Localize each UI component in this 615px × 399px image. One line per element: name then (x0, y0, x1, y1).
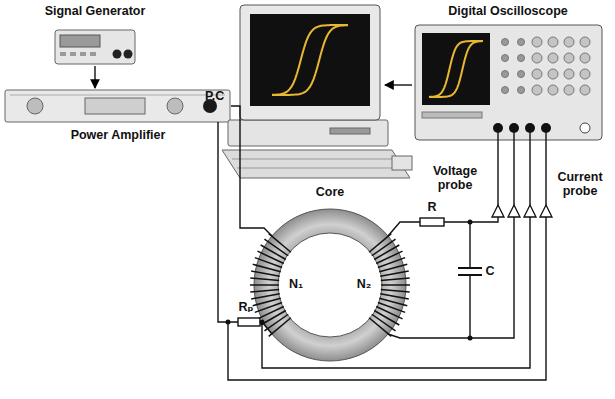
winding-turn (251, 271, 280, 276)
device-label: Core (316, 185, 344, 199)
core-node: Core (250, 183, 410, 365)
winding-label: N₂ (357, 277, 372, 291)
signal-connector (231, 106, 250, 228)
probe-label: Voltage probe (425, 164, 485, 193)
winding-label: N₁ (289, 277, 303, 291)
knob (518, 55, 525, 62)
winding-turn (250, 284, 279, 286)
knob (532, 85, 542, 95)
winding-turn (255, 258, 282, 268)
winding-turn (253, 298, 281, 306)
probe-label: Current probe (550, 170, 610, 199)
knob (532, 69, 542, 79)
device-label: Signal Generator (45, 4, 146, 18)
device-label: Power Amplifier (71, 128, 166, 142)
winding-turn (251, 294, 280, 299)
winding-turn (378, 302, 405, 312)
resistor-symbol (238, 318, 260, 326)
winding-turn (369, 318, 391, 337)
signal-generator (55, 30, 135, 64)
knob (502, 39, 509, 46)
wires (218, 122, 546, 380)
winding-turn (380, 271, 409, 276)
knob (580, 53, 590, 63)
winding-turn (257, 251, 283, 263)
resistor-symbol (420, 218, 444, 226)
knob (502, 55, 509, 62)
knob (548, 37, 558, 47)
power-amplifier-node: Power Amplifier (5, 88, 231, 146)
computer (222, 5, 412, 178)
winding-turn (381, 289, 410, 292)
knob (518, 39, 525, 46)
winding-turn (376, 251, 402, 263)
winding-turn (250, 289, 279, 292)
knob (564, 69, 574, 79)
knob (564, 85, 574, 95)
device-label: Digital Oscilloscope (448, 4, 567, 18)
hysteresis-loop (273, 25, 482, 97)
knob (518, 87, 525, 94)
knob (502, 87, 509, 94)
knob (564, 37, 574, 47)
hysteresis-loop (430, 41, 482, 97)
probe-arrow (492, 205, 552, 217)
knob (532, 37, 542, 47)
power-amplifier (5, 90, 230, 122)
component-label: C (485, 264, 494, 278)
winding-turn (374, 245, 399, 260)
knob (548, 53, 558, 63)
winding-turn (269, 234, 291, 253)
hysteresis-loop (273, 25, 347, 95)
capacitor-symbol (458, 268, 482, 275)
digital-oscilloscope (415, 25, 602, 140)
component-label: Rₚ (238, 300, 253, 314)
computer-node: P.C (205, 3, 385, 125)
device-label: P.C (205, 89, 224, 103)
winding-turn (261, 311, 286, 326)
signal-connector (385, 84, 412, 85)
winding-turn (257, 307, 283, 319)
knob (532, 53, 542, 63)
oscilloscope-node: Digital Oscilloscope (412, 2, 604, 142)
winding-turn (250, 278, 279, 281)
knob (502, 71, 509, 78)
knob (518, 71, 525, 78)
knob (580, 37, 590, 47)
winding-turn (381, 278, 410, 281)
signal-generator-node: Signal Generator (40, 2, 150, 66)
winding-turn (381, 284, 410, 286)
signal-connector (94, 66, 95, 88)
knob (580, 69, 590, 79)
winding-turn (379, 264, 407, 272)
knob (580, 85, 590, 95)
component-label: R (427, 200, 436, 214)
winding-turn (376, 307, 402, 319)
winding-turn (380, 294, 409, 299)
junction-dot (226, 220, 473, 341)
knob (548, 69, 558, 79)
knob (548, 85, 558, 95)
knob (564, 53, 574, 63)
winding (250, 234, 410, 337)
toroid-core (250, 209, 410, 361)
